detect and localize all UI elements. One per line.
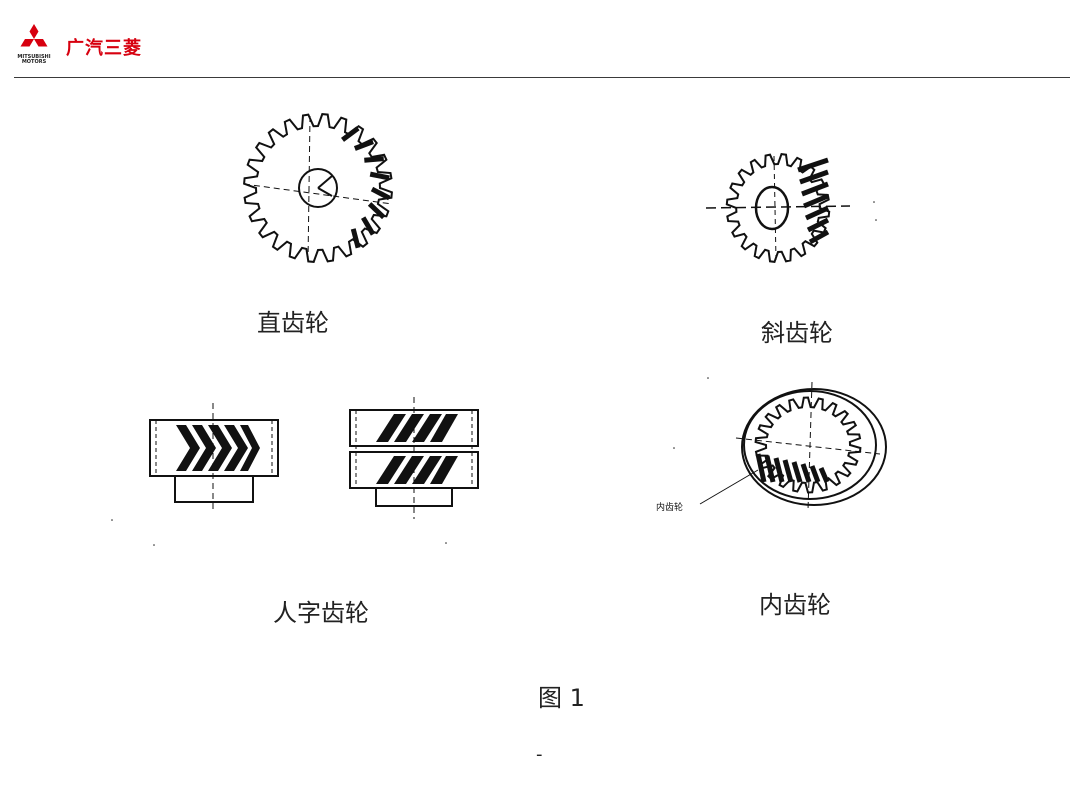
spur-gear-drawing [243, 113, 393, 263]
spur-gear-caption: 直齿轮 [257, 309, 329, 337]
helical-gear-caption: 斜齿轮 [761, 319, 833, 347]
herringbone-gear-caption: 人字齿轮 [273, 599, 369, 627]
herringbone-gear-drawing [111, 397, 479, 546]
internal-gear-caption: 内齿轮 [759, 591, 831, 619]
internal-gear-callout-label: 内齿轮 [656, 503, 684, 513]
figure-label: 图 1 [538, 684, 585, 712]
helical-gear-drawing [705, 153, 877, 263]
brand-chinese-name: 广汽三菱 [66, 38, 142, 59]
internal-gear-drawing [673, 377, 887, 511]
header-divider [14, 77, 1070, 78]
page-marker: - [536, 744, 543, 765]
mitsubishi-logo-icon [20, 24, 48, 47]
brand-latin-name: MITSUBISHI MOTORS [17, 54, 51, 65]
